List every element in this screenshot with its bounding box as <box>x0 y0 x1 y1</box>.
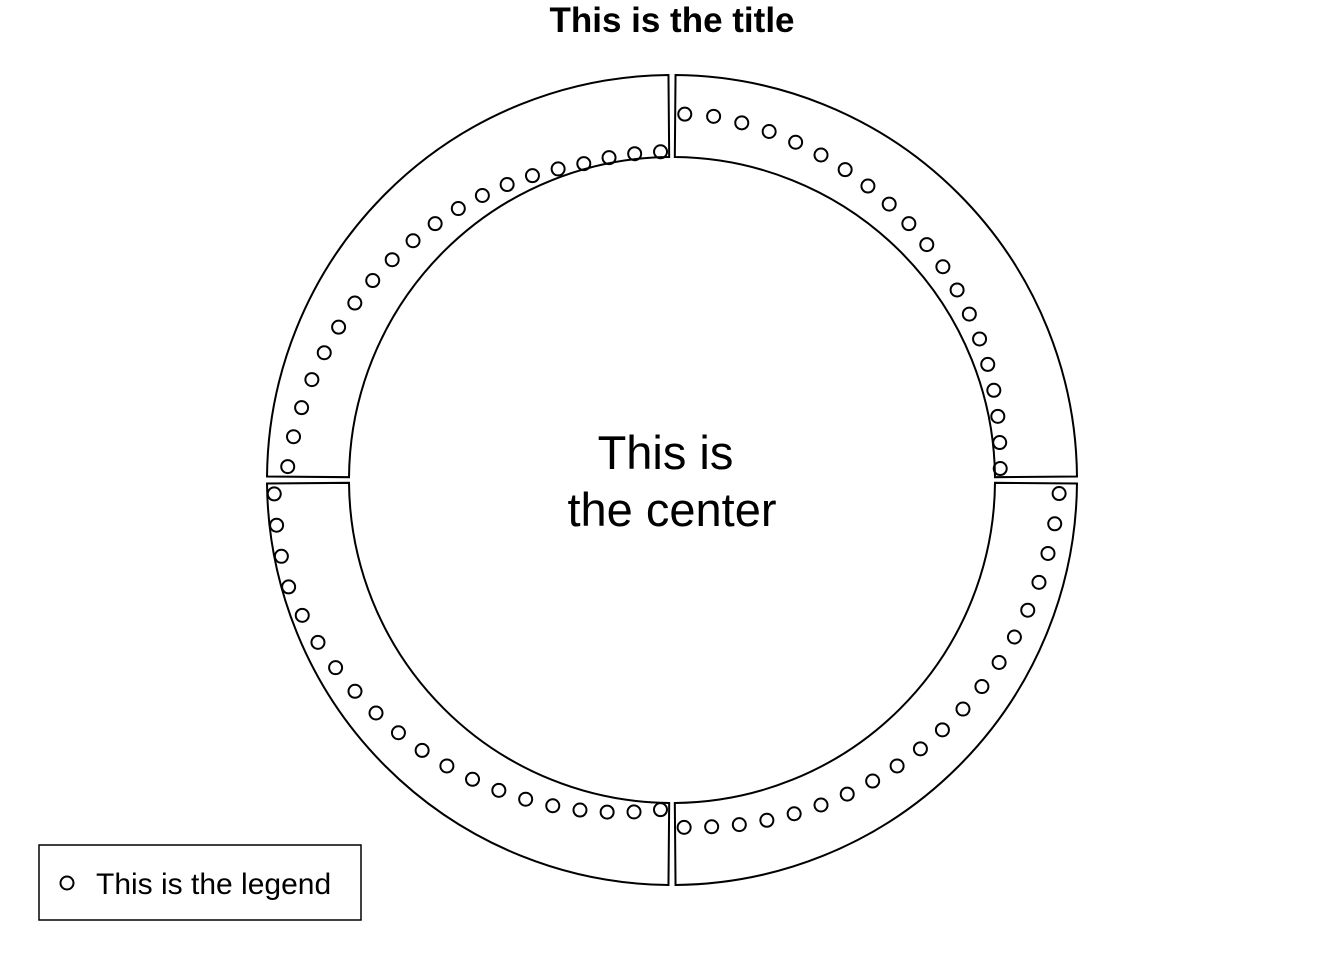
data-point <box>347 295 363 311</box>
data-point <box>576 156 592 172</box>
data-point <box>316 345 332 361</box>
data-point <box>759 812 775 828</box>
data-point <box>390 725 406 741</box>
data-point <box>991 654 1007 670</box>
data-point <box>934 722 950 738</box>
data-point <box>499 177 515 193</box>
data-point <box>972 331 988 347</box>
data-point <box>865 773 881 789</box>
data-point <box>269 517 285 533</box>
data-point <box>1047 516 1063 532</box>
data-point <box>788 134 804 150</box>
data-point <box>813 147 829 163</box>
data-point <box>280 459 296 475</box>
data-point <box>1006 629 1022 645</box>
data-point <box>992 435 1008 451</box>
data-point <box>974 679 990 695</box>
data-point <box>273 548 289 564</box>
data-point <box>980 356 996 372</box>
data-point <box>286 429 302 445</box>
point-layer <box>266 106 1067 835</box>
sector-layer <box>266 74 1078 886</box>
data-point <box>599 804 615 820</box>
data-point <box>414 742 430 758</box>
sector-2 <box>673 481 1078 886</box>
data-point <box>813 797 829 813</box>
data-point <box>652 802 668 818</box>
data-point <box>572 802 588 818</box>
data-point <box>992 461 1008 477</box>
data-point <box>986 382 1002 398</box>
sector-4 <box>266 74 671 479</box>
data-point <box>1040 545 1056 561</box>
data-point <box>919 237 935 253</box>
data-point <box>734 115 750 131</box>
data-point <box>310 634 326 650</box>
legend-marker-icon <box>59 875 75 891</box>
center-label: This is the center <box>567 426 776 536</box>
data-point <box>949 282 965 298</box>
data-point <box>601 150 617 166</box>
legend-label: This is the legend <box>96 868 331 901</box>
data-point <box>627 146 643 162</box>
data-point <box>328 660 344 676</box>
chart-title: This is the title <box>549 1 794 40</box>
data-point <box>1051 486 1067 502</box>
center-label-line-2: the center <box>567 483 776 536</box>
data-point <box>955 701 971 717</box>
data-point <box>704 819 720 835</box>
data-point <box>294 607 310 623</box>
data-point <box>294 400 310 416</box>
data-point <box>1020 602 1036 618</box>
data-point <box>889 758 905 774</box>
data-point <box>761 124 777 140</box>
data-point <box>347 683 363 699</box>
data-point <box>491 782 507 798</box>
data-point <box>837 162 853 178</box>
data-point <box>266 486 282 502</box>
data-point <box>860 178 876 194</box>
data-point <box>331 319 347 335</box>
data-point <box>450 201 466 217</box>
legend-box <box>38 844 362 921</box>
data-point <box>524 168 540 184</box>
data-point <box>961 306 977 322</box>
data-point <box>706 108 722 124</box>
data-point <box>281 579 297 595</box>
data-point <box>990 408 1006 424</box>
data-point <box>786 806 802 822</box>
data-point <box>839 786 855 802</box>
data-point <box>881 196 897 212</box>
data-point <box>365 273 381 289</box>
data-point <box>427 216 443 232</box>
data-point <box>731 817 747 833</box>
data-point <box>550 161 566 177</box>
data-point <box>384 252 400 268</box>
data-point <box>653 144 669 160</box>
data-point <box>405 233 421 249</box>
sector-1 <box>673 74 1078 479</box>
data-point <box>474 187 490 203</box>
legend: This is the legend <box>38 844 362 921</box>
data-point <box>545 798 561 814</box>
data-point <box>1031 574 1047 590</box>
data-point <box>935 259 951 275</box>
data-point <box>677 106 693 122</box>
data-point <box>368 705 384 721</box>
data-point <box>626 804 642 820</box>
sector-3 <box>266 481 671 886</box>
data-point <box>439 758 455 774</box>
data-point <box>465 771 481 787</box>
center-label-line-1: This is <box>598 426 734 479</box>
data-point <box>518 791 534 807</box>
data-point <box>912 741 928 757</box>
data-point <box>304 372 320 388</box>
data-point <box>901 216 917 232</box>
data-point <box>676 819 692 835</box>
